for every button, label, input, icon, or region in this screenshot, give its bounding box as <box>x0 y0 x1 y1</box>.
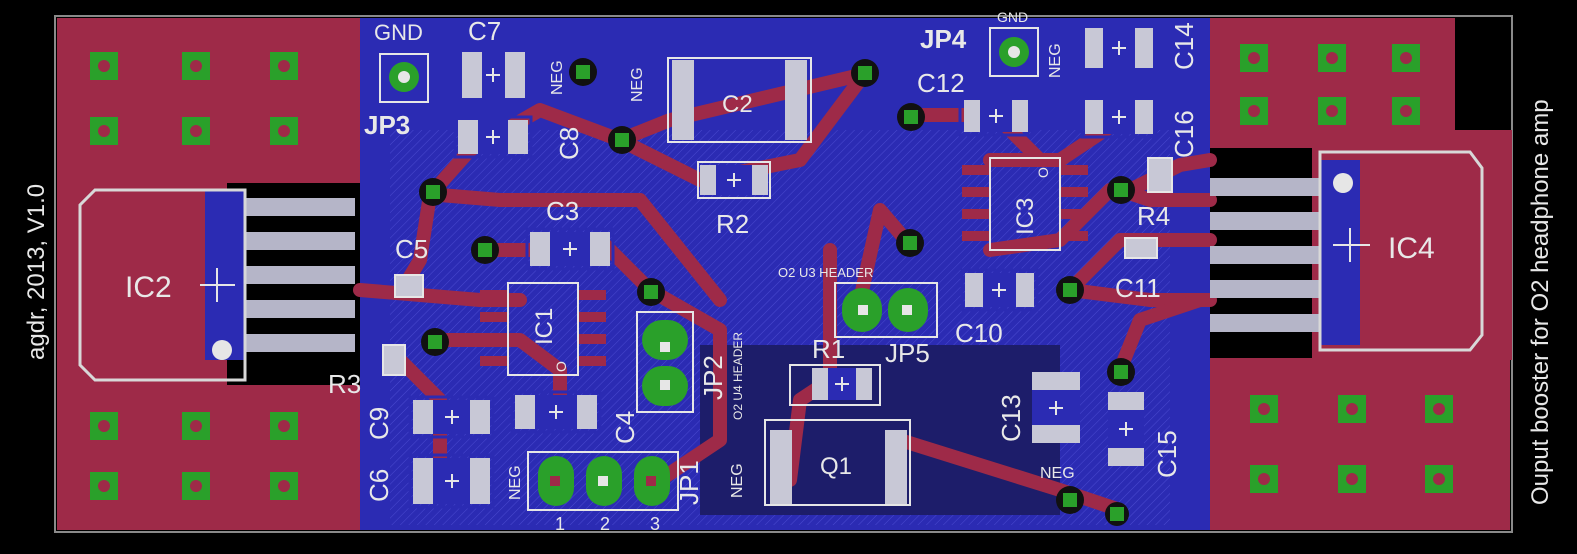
label-r3: R3 <box>328 369 361 399</box>
label-jp5: JP5 <box>885 338 930 368</box>
label-ic3-pin-marker: O <box>1035 167 1051 178</box>
label-c13: C13 <box>996 394 1026 442</box>
label-c11: C11 <box>1115 273 1161 303</box>
label-gnd-right: GND <box>997 9 1028 25</box>
label-c10: C10 <box>955 318 1003 348</box>
jumpers <box>379 27 1039 511</box>
label-neg-jp4: NEG <box>1047 43 1064 78</box>
label-ic2: IC2 <box>125 271 172 304</box>
ic4-package <box>1210 150 1484 352</box>
label-ic4: IC4 <box>1388 232 1435 265</box>
label-r2: R2 <box>716 209 749 239</box>
label-gnd-left: GND <box>374 20 423 45</box>
label-ic1: IC1 <box>531 308 558 345</box>
label-c16: C16 <box>1169 110 1199 158</box>
label-pin1: 1 <box>555 514 565 534</box>
label-neg-c8: NEG <box>629 67 646 102</box>
ic2-package <box>78 188 355 382</box>
label-c6: C6 <box>364 469 394 502</box>
copper-area-top-left <box>57 18 360 183</box>
label-jp2: JP2 <box>698 355 728 400</box>
mounting-pads <box>90 44 1453 500</box>
label-c9: C9 <box>364 407 394 440</box>
label-c15: C15 <box>1152 430 1182 478</box>
label-pin2: 2 <box>600 514 610 534</box>
label-neg-jp1-left: NEG <box>507 465 524 500</box>
label-q1: Q1 <box>820 453 852 480</box>
copper-area-bottom-right <box>1210 358 1510 530</box>
label-jp1: JP1 <box>674 460 704 505</box>
label-jp4: JP4 <box>920 24 967 54</box>
label-c3: C3 <box>546 196 579 226</box>
vias <box>419 58 1135 526</box>
label-o2u4-header: O2 U4 HEADER <box>731 332 745 420</box>
label-ic3: IC3 <box>1012 198 1039 235</box>
label-c12: C12 <box>917 68 965 98</box>
soic-packages <box>480 157 1088 376</box>
label-neg-q1: NEG <box>729 463 746 498</box>
label-jp3: JP3 <box>364 110 410 140</box>
label-c14: C14 <box>1169 22 1199 70</box>
label-pin3: 3 <box>650 514 660 534</box>
label-c4: C4 <box>610 411 640 444</box>
label-neg-c7: NEG <box>549 60 566 95</box>
copper-area-bottom-left <box>57 385 360 530</box>
label-c2: C2 <box>722 91 753 118</box>
label-c8: C8 <box>554 127 584 160</box>
board-title: Ouput booster for O2 headphone amp <box>1527 99 1554 505</box>
board-credit: agdr, 2013, V1.0 <box>23 184 50 360</box>
copper-area-top-right <box>1210 18 1455 148</box>
label-ic1-pin-marker: O <box>553 361 569 372</box>
label-r1: R1 <box>812 334 845 364</box>
label-neg-jp1: NEG <box>1040 465 1075 482</box>
smd-parts <box>382 23 1173 509</box>
copper-area-mid-left <box>57 183 227 385</box>
label-o2u3-header: O2 U3 HEADER <box>778 265 873 280</box>
label-c5: C5 <box>395 234 428 264</box>
label-c7: C7 <box>468 16 501 46</box>
label-r4: R4 <box>1137 201 1170 231</box>
